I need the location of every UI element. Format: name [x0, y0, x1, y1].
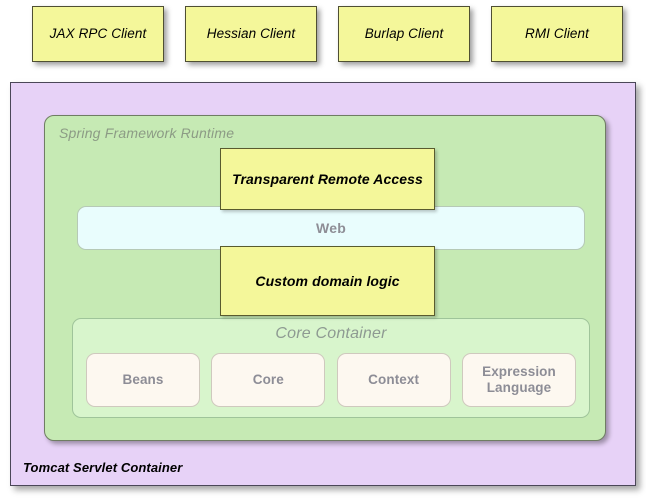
- core-module-core[interactable]: Core: [211, 353, 326, 407]
- core-module-expression-language[interactable]: Expression Language: [461, 353, 576, 407]
- custom-domain-logic-box[interactable]: Custom domain logic: [220, 246, 435, 316]
- core-module-context[interactable]: Context: [336, 353, 451, 407]
- core-module-label: Context: [368, 372, 420, 388]
- client-row: JAX RPC Client Hessian Client Burlap Cli…: [0, 0, 646, 78]
- custom-domain-logic-label: Custom domain logic: [255, 273, 400, 289]
- client-label: JAX RPC Client: [49, 25, 147, 41]
- core-module-label: Beans: [122, 372, 164, 388]
- client-box-jax-rpc[interactable]: JAX RPC Client: [32, 6, 164, 62]
- transparent-remote-access-label: Transparent Remote Access: [232, 171, 423, 187]
- web-layer-label: Web: [316, 220, 346, 236]
- core-container[interactable]: Core Container Beans Core Context Expres…: [72, 318, 590, 418]
- client-label: Hessian Client: [206, 25, 296, 41]
- core-module-beans[interactable]: Beans: [86, 353, 200, 407]
- client-box-burlap[interactable]: Burlap Client: [338, 6, 470, 62]
- core-container-title: Core Container: [275, 325, 387, 342]
- tomcat-container-label: Tomcat Servlet Container: [23, 460, 183, 475]
- client-box-hessian[interactable]: Hessian Client: [185, 6, 317, 62]
- spring-runtime-label: Spring Framework Runtime: [59, 125, 235, 141]
- web-layer[interactable]: Web: [77, 206, 585, 250]
- core-module-list: Beans Core Context Expression Language: [86, 353, 576, 407]
- core-module-label: Expression Language: [482, 364, 556, 395]
- transparent-remote-access-box[interactable]: Transparent Remote Access: [220, 148, 435, 210]
- core-module-label: Core: [252, 372, 284, 388]
- client-box-rmi[interactable]: RMI Client: [491, 6, 623, 62]
- client-label: Burlap Client: [364, 25, 444, 41]
- client-label: RMI Client: [524, 25, 589, 41]
